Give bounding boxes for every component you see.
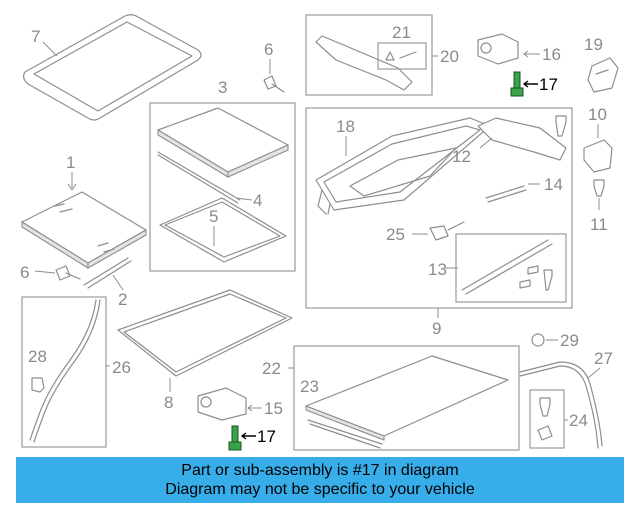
part-13-link-kit xyxy=(461,239,553,295)
group-box-3 xyxy=(149,102,296,272)
callout-6-top: 6 xyxy=(264,40,273,59)
part-7-glass-panel xyxy=(22,14,202,121)
part-12-rail xyxy=(477,117,567,161)
callout-24: 24 xyxy=(569,411,588,430)
part-26-drain-tube xyxy=(29,299,101,443)
part-10-bracket xyxy=(583,139,613,173)
callout-9: 9 xyxy=(432,319,441,338)
part-20-deflector xyxy=(315,35,413,91)
callout-26: 26 xyxy=(112,358,131,377)
part-23-strip xyxy=(307,419,383,449)
part-14-slide xyxy=(485,185,527,203)
callout-17-bottom: 17 xyxy=(257,427,276,446)
callout-3: 3 xyxy=(218,78,227,97)
part-8-weatherstrip xyxy=(117,289,293,377)
part-24-fasteners xyxy=(537,397,553,441)
part-3-panel xyxy=(157,107,289,178)
callout-17-top: 17 xyxy=(539,75,558,94)
group-box-21 xyxy=(377,42,427,70)
callout-23: 23 xyxy=(300,377,319,396)
callout-2: 2 xyxy=(118,290,127,309)
callout-27: 27 xyxy=(594,349,613,368)
part-29-grommet xyxy=(531,333,545,347)
callout-28: 28 xyxy=(28,347,47,366)
part-28-grommet xyxy=(31,377,45,393)
callout-4: 4 xyxy=(253,191,262,210)
part-27-drain-hose xyxy=(519,361,603,449)
info-banner: Part or sub-assembly is #17 in diagram D… xyxy=(16,457,624,503)
callout-6-left: 6 xyxy=(20,263,29,282)
callout-8: 8 xyxy=(164,393,173,412)
callout-11: 11 xyxy=(590,215,608,234)
part-5-seal-frame xyxy=(159,197,287,263)
callout-15: 15 xyxy=(264,399,283,418)
banner-line-1: Part or sub-assembly is #17 in diagram xyxy=(181,462,459,479)
group-box-24 xyxy=(529,389,565,449)
callout-22: 22 xyxy=(262,359,281,378)
callout-16: 16 xyxy=(542,45,561,64)
part-small-screw-9 xyxy=(555,115,567,137)
part-25-clip xyxy=(429,221,465,241)
callout-19: 19 xyxy=(584,35,603,54)
group-box-22 xyxy=(293,345,520,451)
group-box-20 xyxy=(305,14,433,96)
part-2-strip xyxy=(83,257,132,289)
callout-7: 7 xyxy=(31,27,40,46)
callout-21: 21 xyxy=(392,23,411,42)
callout-14: 14 xyxy=(544,175,563,194)
part-19-bracket xyxy=(587,57,619,93)
banner-line-2: Diagram may not be specific to your vehi… xyxy=(165,481,475,498)
part-4-seal-strip xyxy=(157,151,241,204)
group-box-9 xyxy=(305,107,573,309)
part-17-screw-top xyxy=(510,71,524,97)
callout-25: 25 xyxy=(386,225,405,244)
part-11-clip xyxy=(593,179,605,197)
callout-20: 20 xyxy=(440,47,459,66)
part-17-screw-bottom xyxy=(228,425,242,451)
callout-12: 12 xyxy=(452,147,471,166)
part-15-motor xyxy=(197,387,247,421)
callout-10: 10 xyxy=(588,105,607,124)
part-1-glass-assembly xyxy=(21,191,147,269)
callout-18: 18 xyxy=(336,117,355,136)
callout-1: 1 xyxy=(66,153,75,172)
callout-29: 29 xyxy=(560,331,579,350)
part-6-bolt-top xyxy=(263,75,285,93)
callout-13: 13 xyxy=(428,260,447,279)
group-box-26 xyxy=(21,296,107,448)
part-22-sunshade xyxy=(305,355,509,441)
callout-5: 5 xyxy=(209,207,218,226)
part-16-motor xyxy=(477,33,519,65)
part-6-bolt-left xyxy=(55,265,81,281)
